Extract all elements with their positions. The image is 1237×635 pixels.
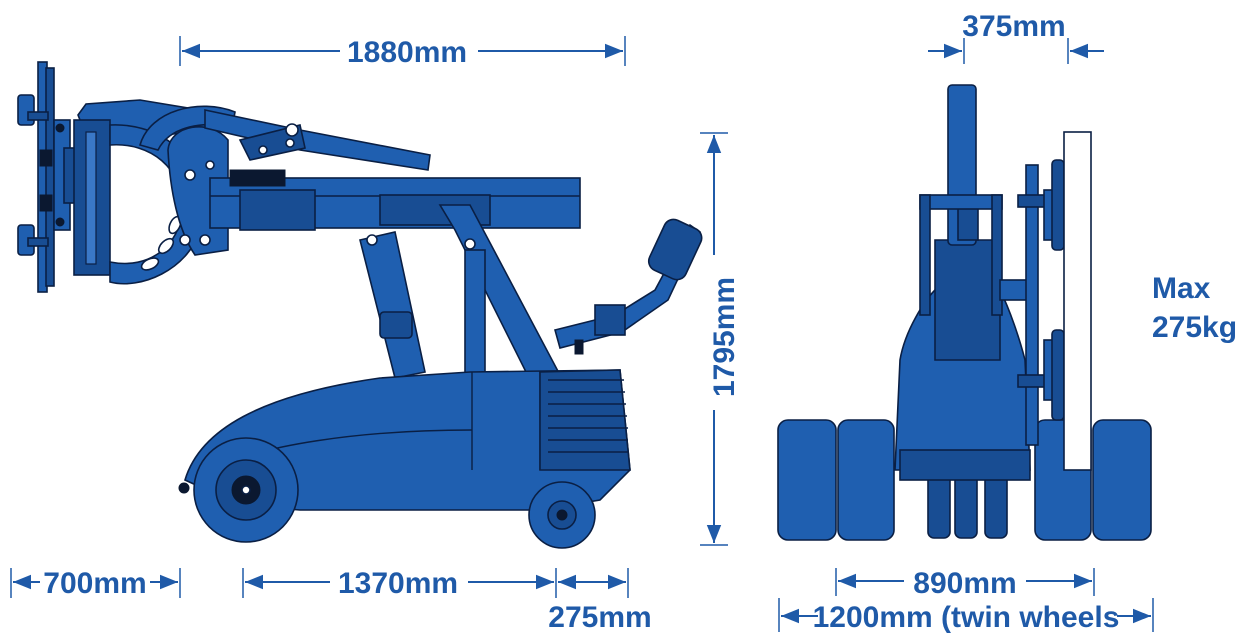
- dimension-rear-overhang: 700mm: [10, 567, 181, 600]
- wheelbase-label: 1370mm: [338, 567, 458, 600]
- top-width-label: 375mm: [962, 10, 1065, 43]
- dimension-wheelbase: 1370mm: [242, 567, 557, 600]
- height-label: 1795mm: [708, 277, 741, 397]
- dimension-overall-width: 1200mm (twin wheels: [778, 598, 1154, 634]
- dimension-height: 1795mm: [700, 132, 741, 546]
- dimension-front-overhang: 275mm: [548, 568, 652, 634]
- dimension-top-width: 375mm: [928, 10, 1104, 64]
- glass-panel: [1063, 131, 1092, 471]
- grille: [548, 379, 629, 453]
- dimension-boom-length: 1880mm: [179, 36, 626, 69]
- boom-length-label: 1880mm: [347, 36, 467, 69]
- right-outer-wheel: [1092, 419, 1152, 541]
- side-view-machine: [17, 61, 703, 549]
- upper-link-arm: [204, 109, 431, 171]
- front-castor: [528, 481, 596, 549]
- left-inner-wheel: [837, 419, 895, 541]
- capacity-label: Max 275kg: [1152, 272, 1237, 344]
- boom-head: [73, 99, 236, 285]
- capacity-line-2: 275kg: [1152, 311, 1237, 344]
- front-overhang-label: 275mm: [548, 601, 651, 634]
- mast-frame: [359, 204, 562, 381]
- rear-wheel: [193, 437, 299, 543]
- track-width-label: 890mm: [913, 567, 1016, 600]
- dimension-track-width: 890mm: [835, 567, 1095, 600]
- rear-overhang-label: 700mm: [43, 567, 146, 600]
- overall-width-label: 1200mm (twin wheels: [813, 601, 1120, 634]
- control-handle: [554, 218, 703, 355]
- capacity-line-1: Max: [1152, 272, 1211, 305]
- left-outer-wheel: [777, 419, 837, 541]
- main-beam: [209, 169, 581, 231]
- front-view-machine: [777, 84, 1152, 541]
